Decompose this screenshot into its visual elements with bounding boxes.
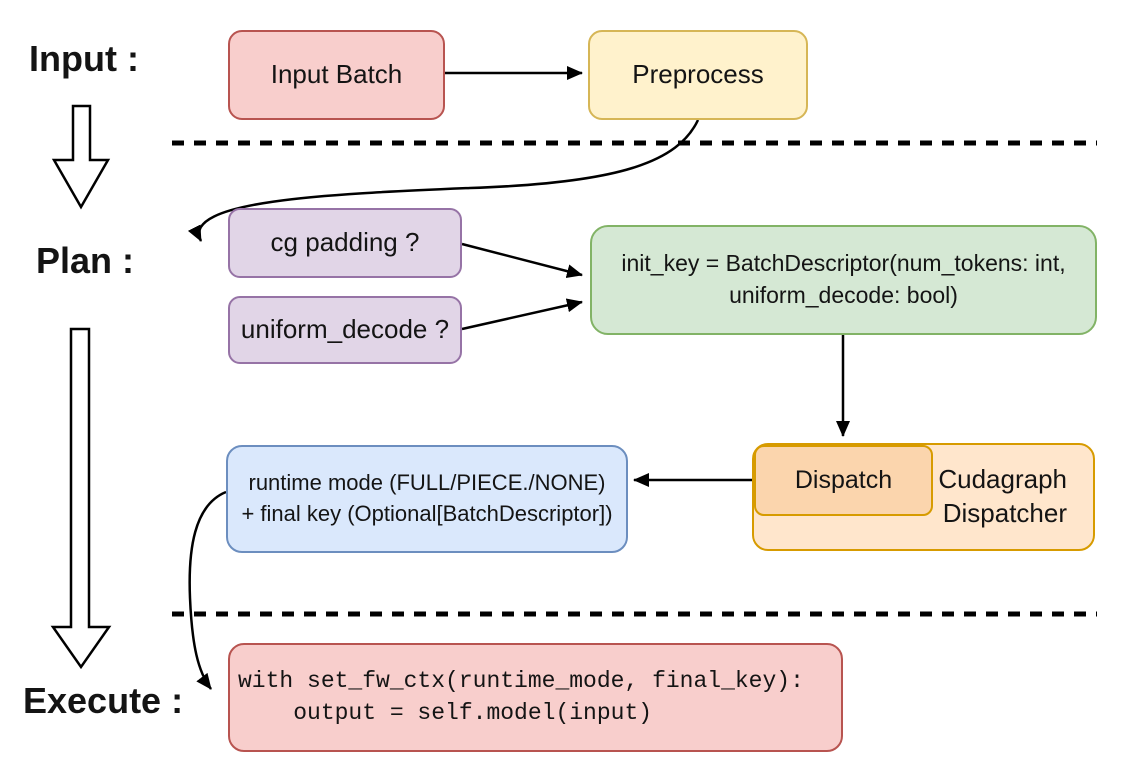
connector-cgpadding-to-initkey [461, 242, 583, 279]
input-to-plan-arrow [51, 104, 111, 210]
runtime-mode-line2: + final key (Optional[BatchDescriptor]) [241, 501, 613, 526]
dispatch-node: Dispatch [754, 445, 933, 516]
connector-preprocess-to-cgpadding [187, 119, 700, 242]
runtime-mode-node: runtime mode (FULL/PIECE./NONE) + final … [226, 445, 628, 553]
runtime-mode-line1: runtime mode (FULL/PIECE./NONE) [248, 470, 606, 496]
connector-runtime-to-execute [188, 490, 227, 690]
cg-padding-node: cg padding ? [228, 208, 462, 278]
dispatch-label: Dispatch [794, 466, 893, 495]
execute-code-line2: output = self.model(input) [238, 699, 653, 726]
execute-code-line1: with set_fw_ctx(runtime_mode, final_key)… [238, 668, 804, 695]
phase-label-execute: Execute : [23, 680, 184, 721]
init-key-line1: init_key = BatchDescriptor(num_tokens: i… [621, 250, 1066, 277]
cg-padding-label: cg padding ? [270, 227, 420, 258]
phase-label-plan: Plan : [36, 240, 135, 281]
init-key-line2: uniform_decode: bool) [729, 282, 958, 308]
cudagraph-dispatcher-line1: Cudagraph [938, 464, 1067, 495]
preprocess-node: Preprocess [588, 30, 808, 120]
phase-label-input: Input : [29, 38, 139, 79]
input-batch-label: Input Batch [270, 59, 403, 90]
input-batch-node: Input Batch [228, 30, 445, 120]
execute-code-node: with set_fw_ctx(runtime_mode, final_key)… [228, 643, 843, 752]
uniform-decode-label: uniform_decode ? [240, 314, 450, 345]
init-key-node: init_key = BatchDescriptor(num_tokens: i… [590, 225, 1097, 335]
cudagraph-dispatcher-line2: Dispatcher [942, 498, 1067, 528]
preprocess-label: Preprocess [632, 59, 764, 90]
uniform-decode-node: uniform_decode ? [228, 296, 462, 364]
connector-uniformdecode-to-initkey [461, 298, 583, 331]
plan-to-execute-arrow [50, 327, 112, 670]
